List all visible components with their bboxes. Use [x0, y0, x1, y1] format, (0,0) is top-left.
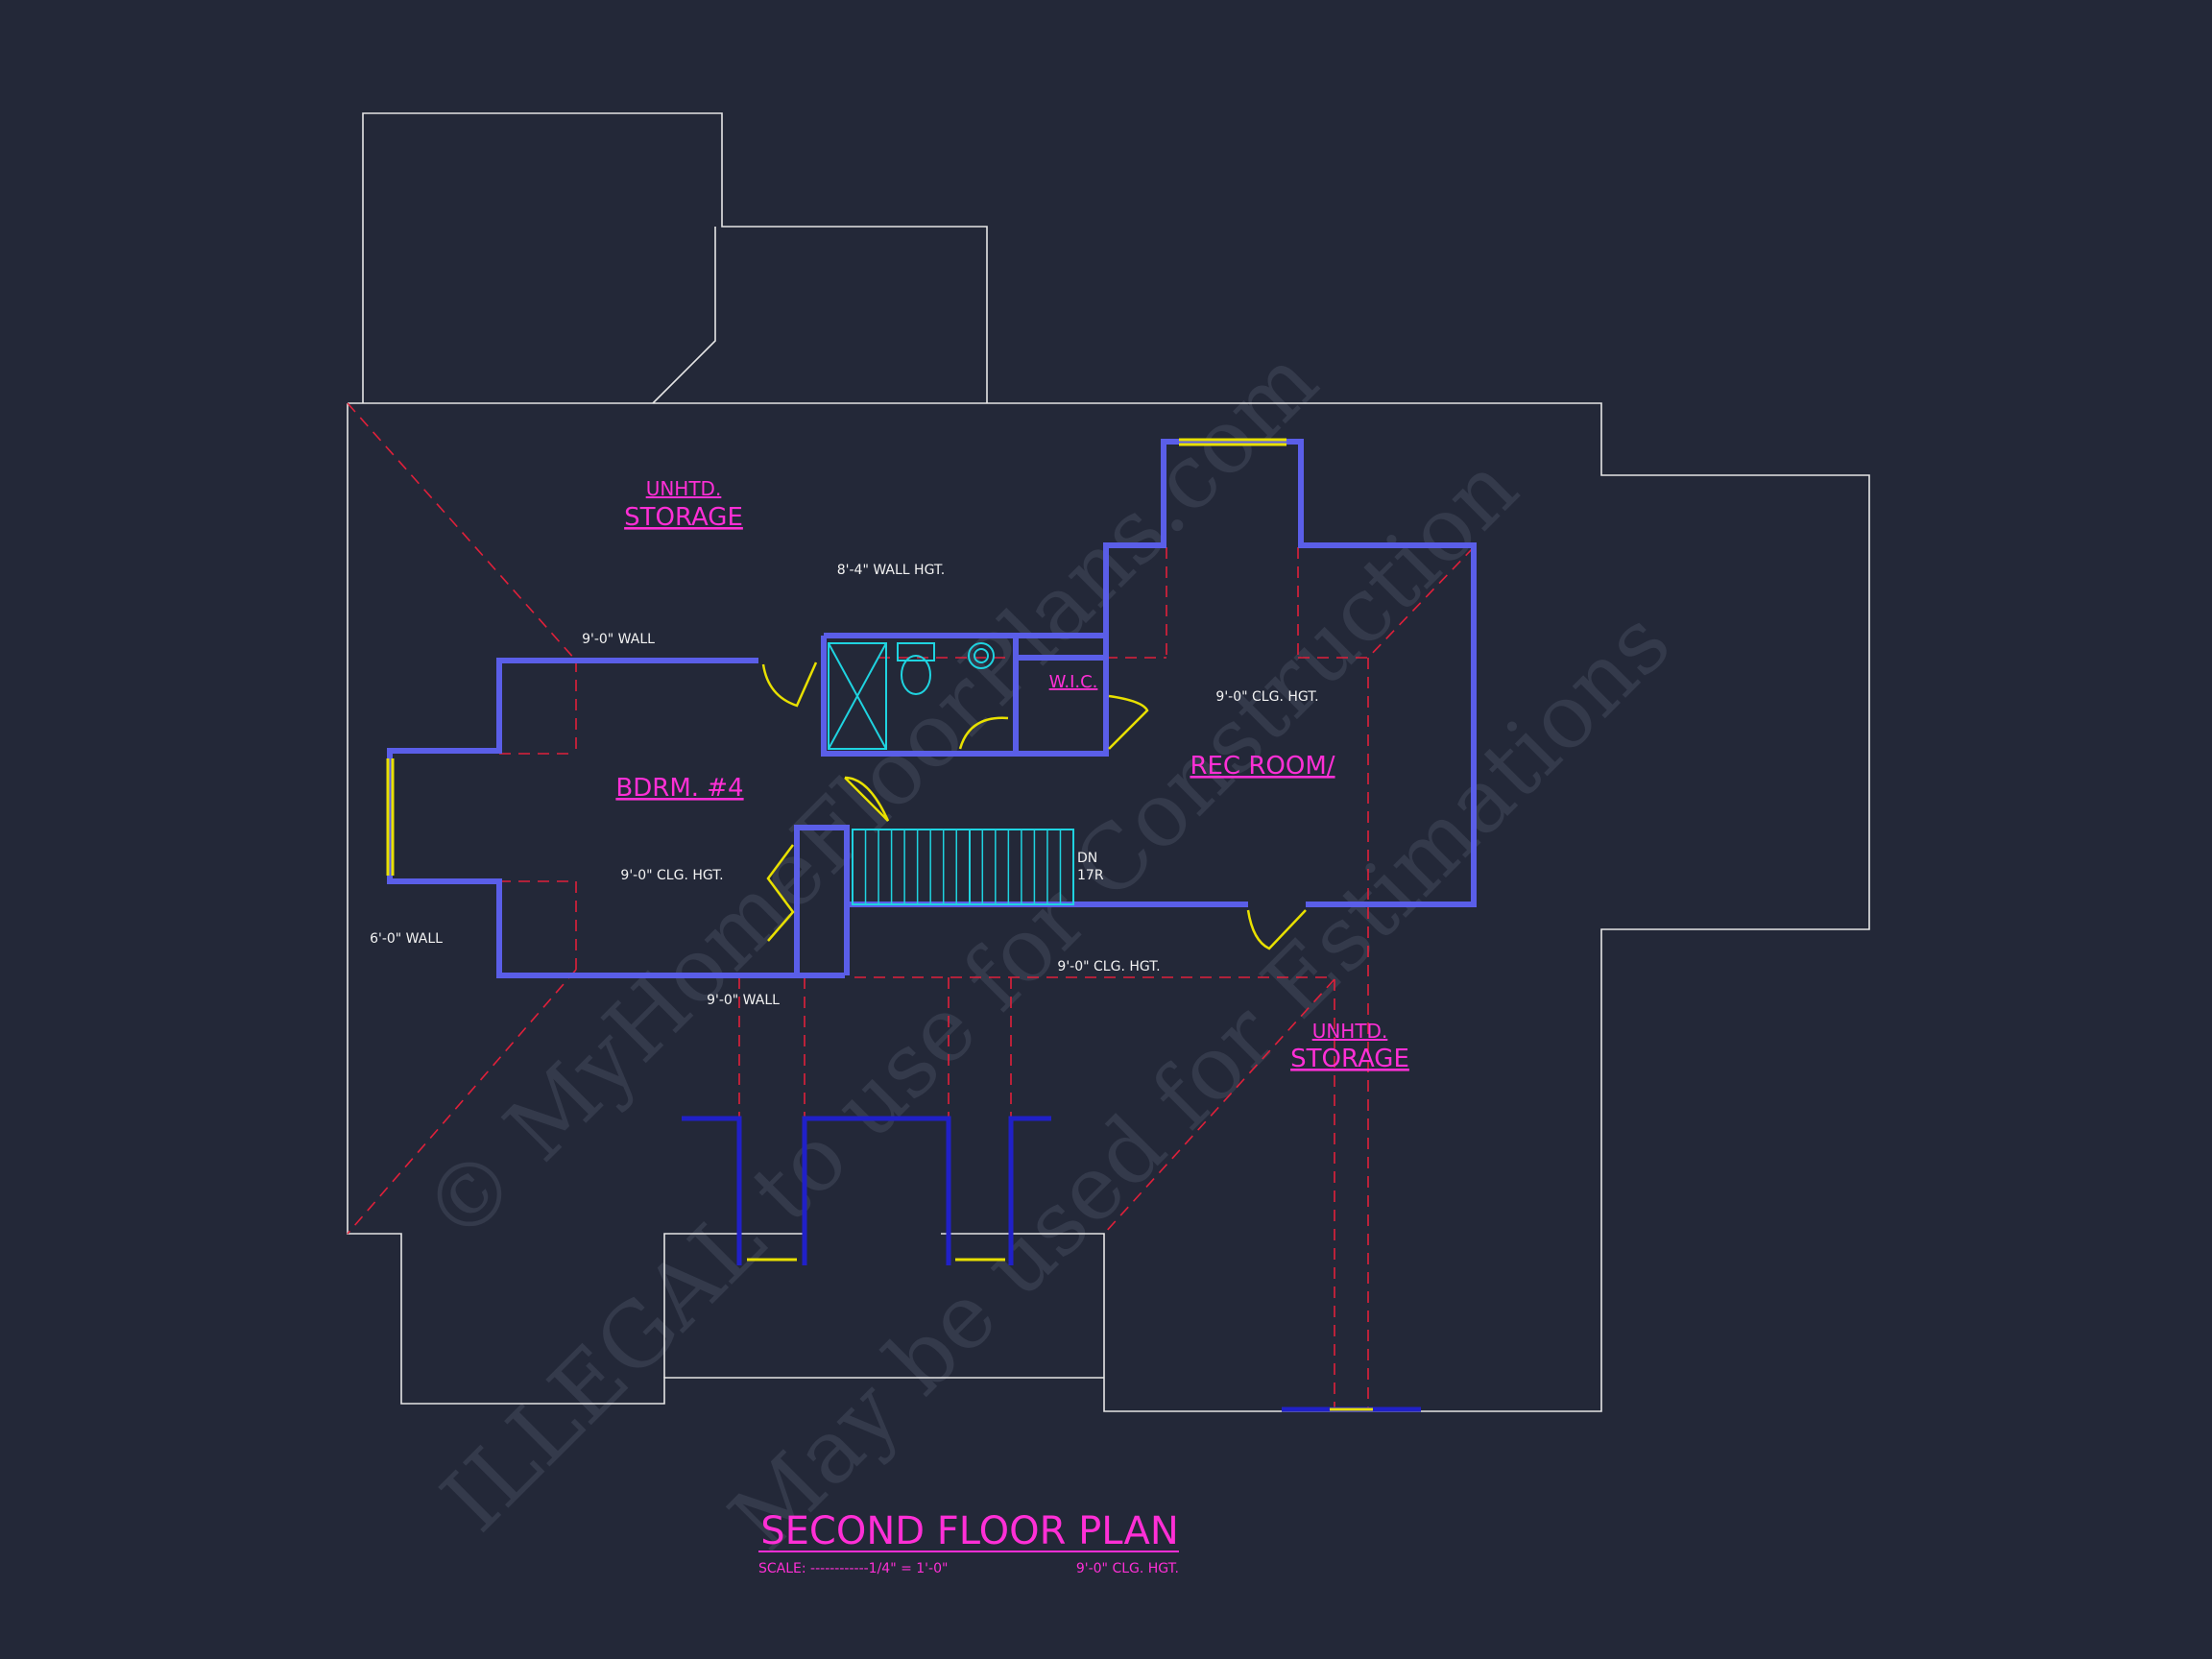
wall-wic	[1016, 658, 1109, 757]
scale-label: SCALE: ------------1/4" = 1'-0"	[758, 1561, 948, 1576]
note-wall-9-bottom: 9'-0" WALL	[707, 993, 780, 1008]
title-block: SECOND FLOOR PLAN SCALE: ------------1/4…	[758, 1509, 1179, 1576]
sink	[968, 642, 995, 669]
door-bath-hall	[844, 776, 890, 822]
label-storage-right-2: STORAGE	[1290, 1045, 1409, 1073]
room-labels: UNHTD. STORAGE BDRM. #4 W.I.C. REC ROOM/…	[615, 477, 1409, 1073]
watermark-line2: ILLEGAL to use for Construction	[422, 436, 1537, 1551]
outline-top-chamfer	[652, 227, 716, 404]
note-wall-6: 6'-0" WALL	[370, 931, 443, 947]
door-bath	[958, 716, 1009, 750]
windows	[386, 438, 1373, 1411]
label-storage-top-1: UNHTD.	[646, 477, 722, 500]
hip-line-bl	[347, 969, 577, 1235]
note-wall-9-top: 9'-0" WALL	[582, 632, 655, 647]
dormer-2-right	[1008, 1116, 1051, 1265]
roof-lines	[347, 402, 1475, 1411]
dormer-1-right	[802, 1116, 951, 1265]
sink-inner	[974, 648, 989, 663]
walls	[387, 439, 1477, 978]
watermark: © MyHomeFloorPlans.com ILLEGAL to use fo…	[403, 329, 1690, 1571]
door-wic	[1108, 694, 1149, 750]
dormer-1-left	[682, 1116, 742, 1265]
label-bdrm4: BDRM. #4	[615, 774, 743, 803]
stair-treads	[864, 830, 1062, 904]
door-bdrm-entry	[761, 661, 818, 708]
stair	[852, 829, 1074, 905]
outline-bottom-inner	[663, 1233, 806, 1378]
shower-x2	[828, 642, 887, 750]
label-wic: W.I.C.	[1049, 672, 1098, 692]
ceiling-note: 9'-0" CLG. HGT.	[1076, 1561, 1179, 1576]
note-stair-risers: 17R	[1077, 868, 1104, 883]
hip-line-tl	[347, 402, 577, 661]
outline-main	[348, 402, 1870, 1412]
plan-title: SECOND FLOOR PLAN	[760, 1509, 1178, 1553]
shower	[828, 642, 887, 750]
outline-top-left	[362, 112, 988, 403]
note-stair-dn: DN	[1077, 851, 1097, 866]
wall-bedroom	[387, 658, 845, 978]
note-clg-lower: 9'-0" CLG. HGT.	[1057, 959, 1160, 974]
label-storage-top-2: STORAGE	[624, 503, 743, 532]
toilet-tank	[897, 642, 935, 661]
label-storage-right-1: UNHTD.	[1312, 1020, 1388, 1043]
dimension-notes: 8'-4" WALL HGT. 9'-0" WALL 9'-0" CLG. HG…	[370, 563, 1319, 1008]
door-closet-bifold	[766, 844, 795, 942]
door-storage	[1246, 909, 1307, 950]
hip-line-tr	[1367, 546, 1475, 659]
note-clg-rec: 9'-0" CLG. HGT.	[1215, 689, 1318, 705]
doors	[761, 661, 1307, 950]
toilet-bowl	[901, 655, 931, 695]
label-rec-room: REC ROOM/	[1190, 752, 1334, 781]
note-wall-hgt-84: 8'-4" WALL HGT.	[837, 563, 946, 578]
wall-rec	[1103, 439, 1477, 907]
fixtures	[828, 642, 1074, 905]
note-clg-bdrm: 9'-0" CLG. HGT.	[620, 868, 723, 883]
